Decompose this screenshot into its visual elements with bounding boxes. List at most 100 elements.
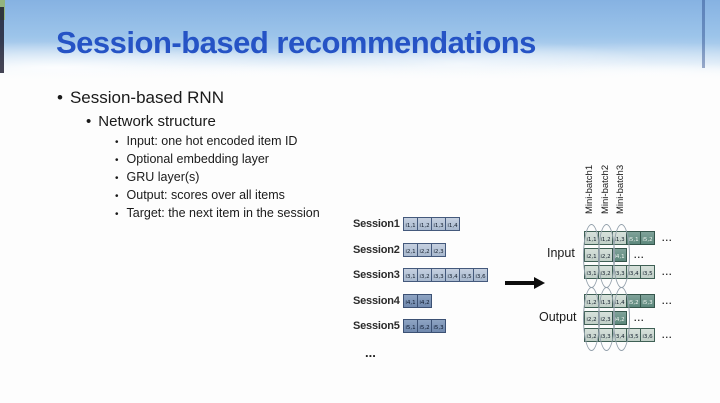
session-item-cell: i5,2: [417, 319, 432, 333]
output-matrix-cell: i2,3: [598, 311, 613, 325]
session-item-cell: i2,3: [431, 242, 446, 257]
bullet-dot: •: [115, 191, 119, 202]
output-matrix-cell: i3,6: [640, 328, 655, 342]
input-matrix-cell: i5,2: [640, 231, 655, 245]
session-item-cell: i3,4: [445, 268, 460, 282]
bullet-level3-list: • Input: one hot encoded item ID • Optio…: [115, 134, 320, 224]
minibatch-label: Mini-batch1: [584, 164, 595, 214]
output-matrix-ellipsis: ...: [662, 296, 673, 306]
output-matrix-ellipsis: ...: [634, 313, 645, 323]
session-item-cell: i1,2: [417, 217, 432, 231]
minibatch-label: Mini-batch3: [615, 164, 626, 214]
bullet-dot: •: [115, 209, 119, 220]
session-item-cell: i3,3: [431, 268, 446, 282]
sessions-ellipsis: ...: [365, 345, 376, 360]
bullet-level3-text: Target: the next item in the session: [126, 206, 320, 220]
session-item-cell: i3,5: [459, 268, 474, 282]
input-matrix-cell: i1,3: [612, 231, 627, 245]
input-matrix-ellipsis: ...: [662, 233, 673, 243]
session-item-cell: i2,1: [403, 242, 418, 257]
input-matrix-label: Input: [547, 246, 575, 260]
bullet-dot: •: [86, 113, 92, 130]
bullet-level2-text: Network structure: [98, 113, 216, 130]
bullet-level3-text: Input: one hot encoded item ID: [126, 134, 298, 148]
bullet-dot: •: [115, 173, 119, 184]
bullet-level3-text: Optional embedding layer: [126, 152, 269, 166]
output-matrix-cell: i5,3: [640, 294, 655, 308]
session-label: Session1: [353, 218, 400, 230]
session-label: Session3: [353, 269, 400, 281]
input-matrix-ellipsis: ...: [634, 250, 645, 260]
session-item-cell: i4,2: [417, 293, 432, 308]
session-label: Session5: [353, 320, 400, 332]
bullet-level3-text: Output: scores over all items: [126, 188, 285, 202]
input-matrix-cell: i1,2: [598, 231, 613, 245]
output-matrix-cell: i3,5: [626, 328, 641, 342]
output-matrix-ellipsis: ...: [662, 330, 673, 340]
output-matrix-cell: i3,2: [584, 328, 599, 342]
right-edge-artifact: [702, 0, 705, 68]
right-arrow-icon: [505, 277, 545, 289]
slide-title: Session-based recommendations: [56, 25, 536, 60]
sky-header-background: [0, 0, 720, 80]
session-item-cell: i5,3: [431, 319, 446, 333]
session-item-cell: i1,4: [445, 217, 460, 231]
bullet-level3-item: • GRU layer(s): [115, 170, 320, 188]
session-item-cell: i4,1: [403, 293, 418, 308]
bullet-level1: • Session-based RNN: [57, 88, 224, 108]
input-matrix-cell: i3,3: [612, 265, 627, 279]
input-matrix-cell: i3,2: [598, 265, 613, 279]
input-matrix-cell: i3,5: [640, 265, 655, 279]
session-item-cell: i1,1: [403, 217, 418, 231]
bullet-level2: • Network structure: [86, 113, 216, 130]
output-matrix-cell: i3,4: [612, 328, 627, 342]
input-matrix-ellipsis: ...: [662, 267, 673, 277]
session-item-cell: i3,6: [473, 268, 488, 282]
output-matrix-cell: i2,2: [584, 311, 599, 325]
session-item-cell: i3,1: [403, 268, 418, 282]
session-item-cell: i1,3: [431, 217, 446, 231]
bullet-level3-item: • Output: scores over all items: [115, 188, 320, 206]
minibatch-label: Mini-batch2: [599, 164, 611, 214]
input-matrix-cell: i3,4: [626, 265, 641, 279]
bullet-level1-text: Session-based RNN: [69, 88, 224, 107]
output-matrix-label: Output: [539, 310, 577, 324]
input-matrix-cell: i5,1: [626, 231, 641, 245]
output-matrix-cell: i4,2: [612, 311, 627, 325]
input-matrix-cell: i4,1: [612, 248, 627, 262]
output-matrix-cell: i1,4: [612, 294, 627, 308]
bullet-dot: •: [57, 88, 63, 107]
session-label: Session4: [353, 294, 400, 307]
bullet-dot: •: [115, 137, 119, 148]
input-matrix-cell: i3,1: [584, 265, 599, 279]
output-matrix-cell: i3,3: [598, 328, 613, 342]
input-matrix-cell: i1,1: [584, 231, 599, 245]
bullet-level3-item: • Target: the next item in the session: [115, 206, 320, 224]
session-item-cell: i3,2: [417, 268, 432, 282]
input-matrix-cell: i2,1: [584, 248, 599, 262]
bullet-level3-item: • Input: one hot encoded item ID: [115, 134, 320, 152]
session-label: Session2: [353, 243, 400, 256]
session-item-cell: i2,2: [417, 242, 432, 257]
